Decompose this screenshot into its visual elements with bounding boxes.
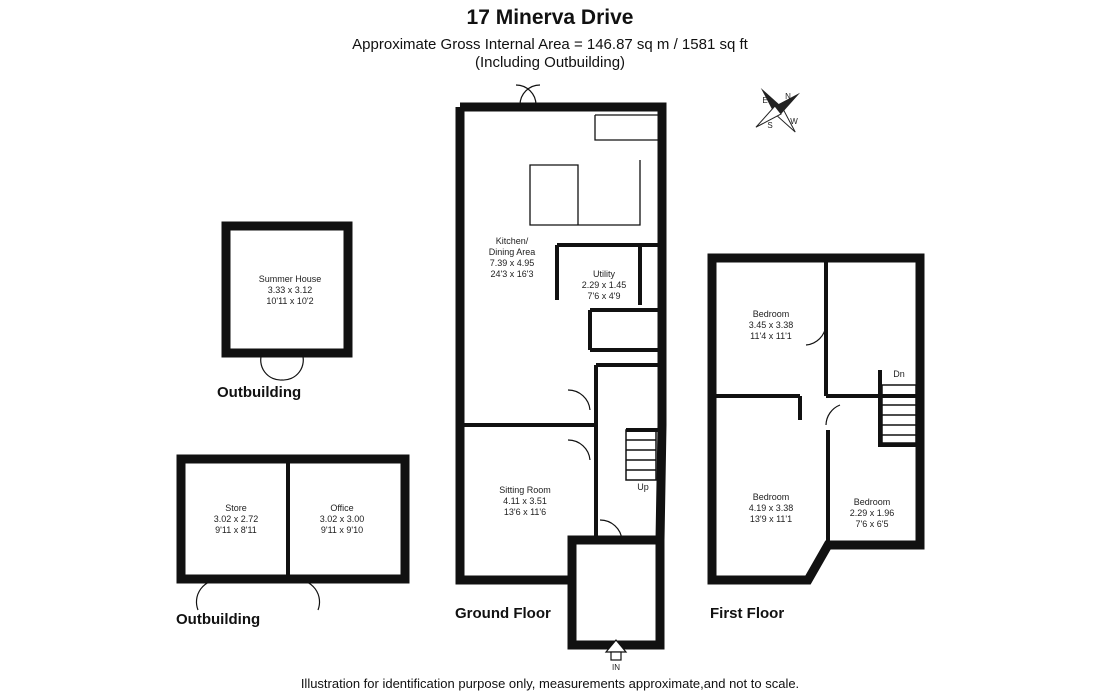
wc-walls (588, 308, 662, 352)
room-imperial: 9'11 x 9'10 (321, 525, 363, 535)
room-metric: 4.11 x 3.51 (503, 496, 547, 506)
room-imperial: 24'3 x 16'3 (491, 269, 534, 279)
outbuilding-note: (Including Outbuilding) (474, 54, 626, 71)
room-name: Summer House (259, 274, 322, 284)
outbuilding-label-bottom: Outbuilding (176, 611, 261, 628)
room-name: Sitting Room (499, 485, 551, 495)
room-metric: 3.45 x 3.38 (749, 320, 794, 330)
hall-walls (594, 363, 660, 540)
summer-house-walls (221, 221, 353, 358)
room-name: Store (225, 503, 247, 513)
compass-s: S (767, 121, 772, 130)
room-imperial: 10'11 x 10'2 (266, 296, 313, 306)
room-name: Bedroom (854, 497, 891, 507)
compass-rose (755, 87, 801, 133)
ground-floor-walls (455, 102, 667, 585)
porch-walls (567, 535, 665, 650)
room-metric: 2.29 x 1.45 (582, 280, 627, 290)
room-imperial: 7'6 x 6'5 (856, 519, 889, 529)
room-imperial: 13'6 x 11'6 (504, 507, 546, 517)
room-metric: 3.02 x 3.00 (320, 514, 365, 524)
room-metric: 3.02 x 2.72 (214, 514, 259, 524)
first-floor-walls-inner (710, 258, 920, 580)
room-name-line2: Dining Area (489, 247, 536, 257)
room-name: Utility (593, 269, 615, 279)
up-label: Up (637, 482, 649, 492)
room-name: Bedroom (753, 309, 790, 319)
outbuilding-label-top: Outbuilding (217, 384, 302, 401)
compass-w: W (790, 117, 798, 126)
dn-label: Dn (893, 369, 905, 379)
room-imperial: 13'9 x 11'1 (750, 514, 792, 524)
room-metric: 2.29 x 1.96 (850, 508, 895, 518)
compass-e: E (762, 96, 767, 105)
first-stairs (881, 384, 917, 444)
room-name: Bedroom (753, 492, 790, 502)
room-imperial: 11'4 x 11'1 (750, 331, 792, 341)
area-subtitle: Approximate Gross Internal Area = 146.87… (352, 36, 748, 53)
room-metric: 3.33 x 3.12 (268, 285, 313, 295)
disclaimer: Illustration for identification purpose … (300, 676, 800, 691)
room-metric: 7.39 x 4.95 (490, 258, 535, 268)
room-name: Office (330, 503, 353, 513)
first-floor-walls (707, 253, 925, 585)
store-office-walls (176, 454, 410, 584)
kitchen-island (529, 114, 660, 226)
door-swings (195, 84, 841, 611)
room-imperial: 7'6 x 4'9 (588, 291, 621, 301)
room-name: Kitchen/ (496, 236, 529, 246)
entry-arrow-icon (604, 639, 628, 661)
utility-walls (555, 243, 660, 305)
room-metric: 4.19 x 3.38 (749, 503, 794, 513)
plan-title: 17 Minerva Drive (466, 6, 634, 29)
ground-stairs (625, 429, 657, 481)
compass-n: N (785, 92, 791, 101)
room-imperial: 9'11 x 8'11 (215, 525, 257, 535)
in-label: IN (612, 663, 620, 672)
first-floor-label: First Floor (710, 605, 785, 622)
ground-floor-label: Ground Floor (455, 605, 551, 622)
